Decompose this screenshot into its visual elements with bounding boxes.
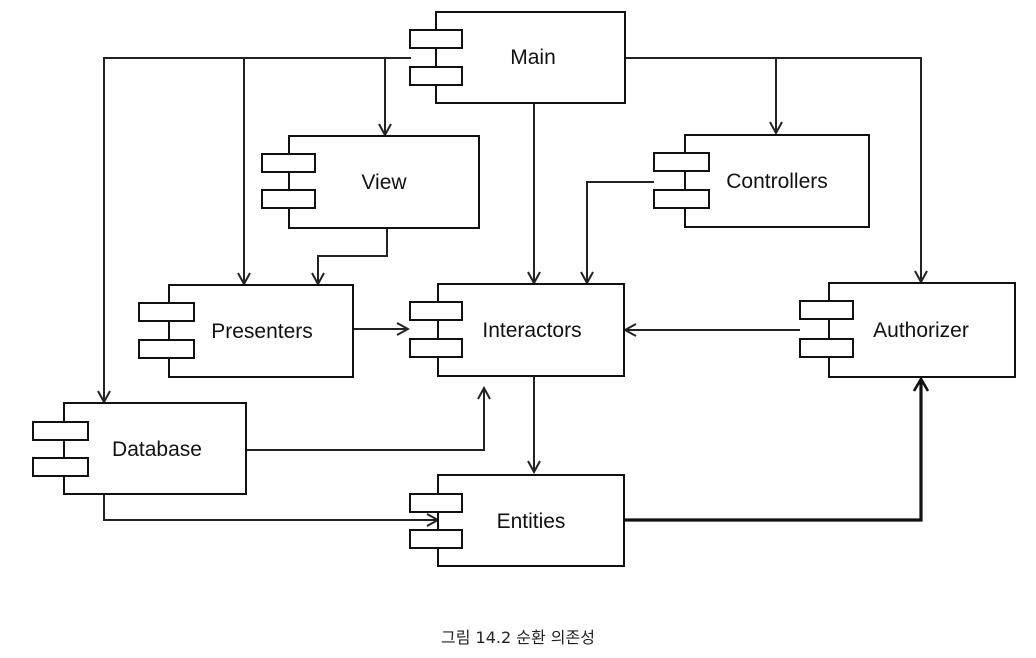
edge-database-to-entities <box>103 494 438 520</box>
component-authorizer: Authorizer <box>799 282 1016 378</box>
component-tab-bottom <box>409 66 463 86</box>
component-label-interactors: Interactors <box>482 319 581 342</box>
edge-controllers-to-interactors <box>587 181 654 283</box>
component-tab-bottom <box>653 189 710 209</box>
component-tab-bottom <box>409 338 463 358</box>
edge-entities-to-authorizer <box>624 379 921 522</box>
component-tab-top <box>799 300 854 320</box>
component-tab-bottom <box>138 339 195 359</box>
component-entities: Entities <box>409 474 625 567</box>
component-tab-top <box>409 29 463 49</box>
component-label-presenters: Presenters <box>211 320 313 343</box>
component-tab-top <box>653 152 710 172</box>
component-label-view: View <box>361 171 407 194</box>
component-database: Database <box>32 402 247 495</box>
edge-main-to-authorizer <box>776 57 921 282</box>
component-label-main: Main <box>510 46 556 69</box>
component-tab-bottom <box>799 338 854 358</box>
component-label-database: Database <box>112 438 202 461</box>
component-presenters: Presenters <box>138 284 354 378</box>
edges <box>103 57 921 522</box>
component-main: Main <box>409 11 626 104</box>
component-tab-top <box>32 421 89 441</box>
edge-main-to-database <box>104 57 411 402</box>
edge-database-to-interactors <box>246 388 484 451</box>
component-tab-top <box>261 153 316 173</box>
edge-view-to-presenters <box>318 228 388 284</box>
component-interactors: Interactors <box>409 283 625 377</box>
component-view: View <box>261 135 480 229</box>
component-tab-bottom <box>261 189 316 209</box>
component-tab-bottom <box>32 457 89 477</box>
component-label-controllers: Controllers <box>726 170 828 193</box>
component-tab-bottom <box>409 529 463 549</box>
figure-caption: 그림 14.2 순환 의존성 <box>441 628 595 647</box>
component-label-entities: Entities <box>497 510 566 533</box>
component-tab-top <box>138 302 195 322</box>
component-tab-top <box>409 301 463 321</box>
component-tab-top <box>409 493 463 513</box>
component-label-authorizer: Authorizer <box>873 319 969 342</box>
edge-main-to-controllers <box>625 57 776 133</box>
component-controllers: Controllers <box>653 134 870 228</box>
